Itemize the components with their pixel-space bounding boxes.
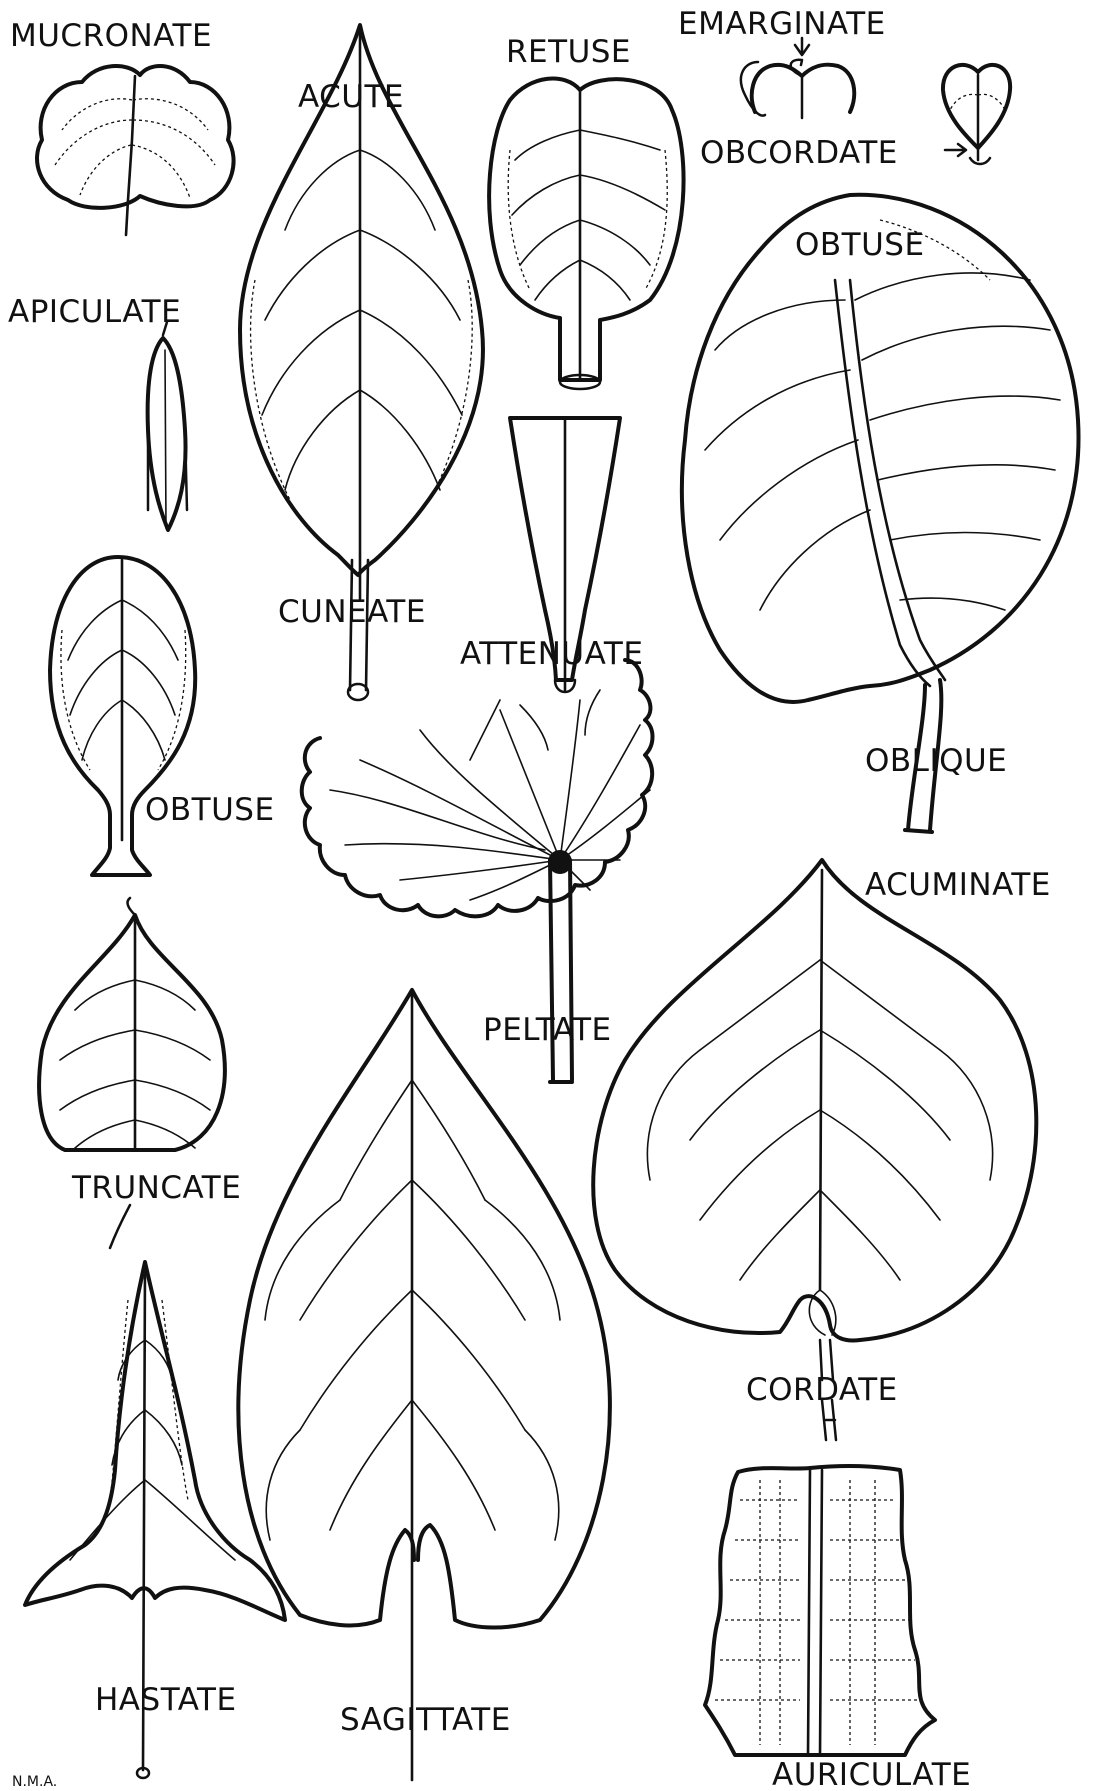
label-truncate: TRUNCATE	[71, 1170, 241, 1206]
mucronate-leaf	[37, 66, 234, 235]
obcordate-leaf	[943, 65, 1010, 164]
label-apiculate: APICULATE	[8, 294, 181, 330]
label-retuse: RETUSE	[506, 34, 631, 70]
obtuse-oblique-leaf	[682, 195, 1079, 832]
emarginate-tip	[741, 38, 854, 118]
label-oblique: OBLIQUE	[865, 743, 1007, 779]
label-obtuse-top: OBTUSE	[795, 227, 925, 263]
label-cuneate: CUNEATE	[278, 594, 426, 630]
label-acuminate: ACUMINATE	[865, 867, 1051, 903]
apiculate-leaf	[148, 322, 187, 530]
label-cordate: CORDATE	[746, 1372, 898, 1408]
acuminate-cordate-leaf	[593, 860, 1036, 1440]
label-peltate: PELTATE	[483, 1012, 612, 1048]
label-obtuse-left: OBTUSE	[145, 792, 275, 828]
label-mucronate: MUCRONATE	[10, 18, 212, 54]
label-acute: ACUTE	[298, 79, 404, 115]
label-hastate: HASTATE	[95, 1682, 237, 1718]
label-auriculate: AURICULATE	[772, 1757, 971, 1791]
label-emarginate: EMARGINATE	[678, 6, 886, 42]
label-obcordate: OBCORDATE	[700, 135, 898, 171]
artist-signature: N.M.A.	[12, 1774, 57, 1790]
sagittate-leaf	[238, 990, 609, 1780]
auriculate-leaf	[705, 1466, 935, 1755]
label-sagittate: SAGITTATE	[340, 1702, 511, 1738]
label-attenuate: ATTENUATE	[460, 636, 643, 672]
retuse-leaf	[489, 79, 683, 389]
